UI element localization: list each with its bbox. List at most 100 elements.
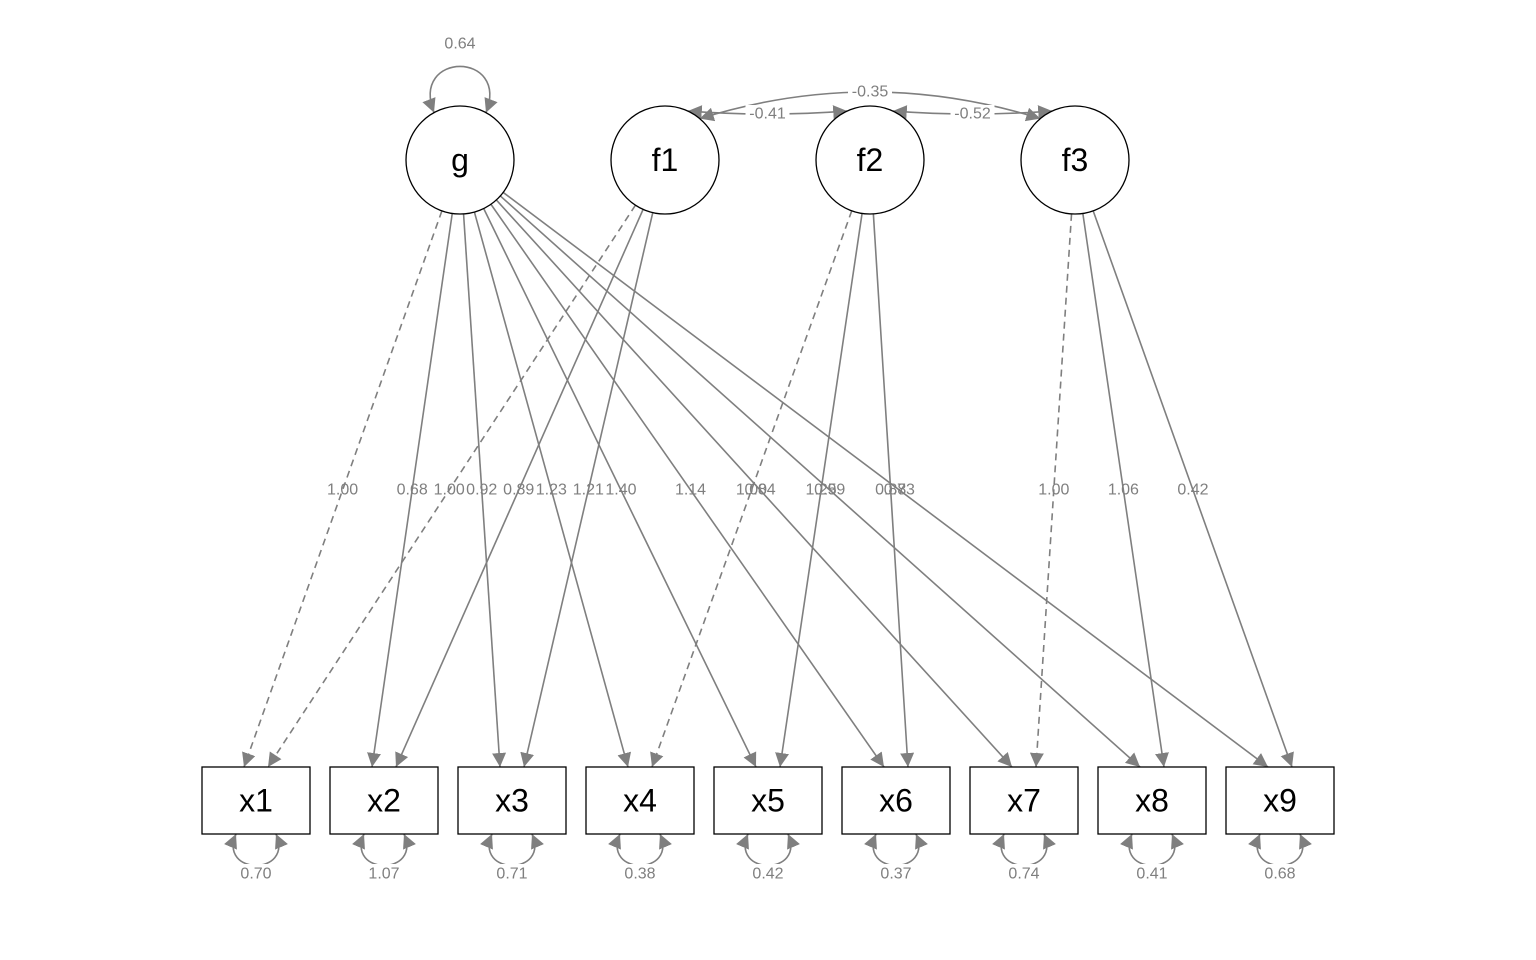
loading-label-g-x2: 0.68 — [397, 482, 428, 499]
loading-label-g-x4: 1.23 — [536, 482, 567, 499]
manifest-label-x7: x7 — [1007, 783, 1041, 819]
variance-label-x5: 0.42 — [752, 866, 783, 883]
latent-node-f2: f2 — [815, 105, 925, 215]
manifest-node-x8: x8 — [1097, 766, 1207, 835]
variance-loop-x9 — [1248, 833, 1312, 867]
variance-label-bg — [440, 36, 480, 54]
covariance-label-f1-f3: -0.35 — [852, 84, 889, 101]
loading-label-g-x9: 0.73 — [884, 482, 915, 499]
manifest-node-x9: x9 — [1225, 766, 1335, 835]
loading-f2-x5 — [775, 213, 863, 768]
loading-label-g-x3: 0.92 — [466, 482, 497, 499]
variance-loop-x7 — [992, 833, 1056, 867]
variance-label-x1: 0.70 — [240, 866, 271, 883]
loading-g-x9 — [502, 191, 1269, 768]
manifest-node-x7: x7 — [969, 766, 1079, 835]
loading-g-x5 — [482, 208, 757, 768]
manifest-label-x5: x5 — [751, 783, 785, 819]
loading-f3-x9 — [1092, 210, 1294, 768]
manifest-label-x3: x3 — [495, 783, 529, 819]
variance-loop-g — [422, 65, 498, 113]
variance-loop-x5 — [736, 833, 800, 867]
loading-label-f1-x1: 1.00 — [434, 482, 465, 499]
variance-label-bg — [1004, 864, 1044, 880]
loading-label-g-x5: 1.40 — [605, 482, 636, 499]
loading-label-f3-x7: 1.00 — [1038, 482, 1069, 499]
loading-g-x1 — [242, 210, 443, 768]
loading-g-x2 — [367, 213, 454, 768]
loading-g-x6 — [490, 203, 885, 768]
manifest-node-x6: x6 — [841, 766, 951, 835]
manifest-box-x9 — [1225, 766, 1335, 835]
manifest-label-x6: x6 — [879, 783, 913, 819]
manifest-node-x3: x3 — [457, 766, 567, 835]
variance-label-bg — [236, 864, 276, 880]
manifest-box-x7 — [969, 766, 1079, 835]
variance-loop-x1 — [224, 833, 288, 867]
covariance-label-bg — [848, 83, 892, 101]
latent-circle-f1 — [610, 105, 720, 215]
variance-label-x2: 1.07 — [368, 866, 399, 883]
variance-loop-x6 — [864, 833, 928, 867]
covariance-label-f2-f3: -0.52 — [954, 106, 991, 123]
loading-label-f2-x6: 0.88 — [875, 482, 906, 499]
variance-label-bg — [364, 864, 404, 880]
latent-label-g: g — [451, 142, 469, 178]
loading-f2-x4 — [650, 210, 853, 768]
manifest-box-x8 — [1097, 766, 1207, 835]
loading-label-g-x7: 0.84 — [745, 482, 776, 499]
variance-label-x3: 0.71 — [496, 866, 527, 883]
manifest-label-x1: x1 — [239, 783, 273, 819]
loading-f1-x1 — [267, 204, 637, 768]
loading-label-f1-x2: 0.89 — [503, 482, 534, 499]
loading-label-f3-x8: 1.06 — [1108, 482, 1139, 499]
manifest-label-x8: x8 — [1135, 783, 1169, 819]
variance-label-bg — [876, 864, 916, 880]
variance-loop-x4 — [608, 833, 672, 867]
manifest-box-x1 — [201, 766, 311, 835]
latent-circle-g — [405, 105, 515, 215]
loading-g-x3 — [462, 213, 507, 768]
latent-node-f1: f1 — [610, 105, 720, 215]
latent-label-f3: f3 — [1062, 142, 1089, 178]
manifest-node-x1: x1 — [201, 766, 311, 835]
variance-label-x4: 0.38 — [624, 866, 655, 883]
loading-f3-x8 — [1082, 213, 1169, 768]
nodes-layer: g f1 f2 f3 x1 x2 x3 x4 x5 x6 x7 x8 x9 — [201, 105, 1335, 835]
loading-label-g-x8: 0.99 — [814, 482, 845, 499]
loading-label-g-x6: 1.14 — [675, 482, 706, 499]
variance-loop-x2 — [352, 833, 416, 867]
loading-label-f1-x3: 1.21 — [573, 482, 604, 499]
variance-label-bg — [1132, 864, 1172, 880]
variance-loop-x8 — [1120, 833, 1184, 867]
manifest-box-x5 — [713, 766, 823, 835]
latent-label-f1: f1 — [652, 142, 679, 178]
latent-node-g: g — [405, 105, 515, 215]
loading-f1-x3 — [520, 212, 654, 768]
manifest-node-x5: x5 — [713, 766, 823, 835]
variance-label-bg — [1260, 864, 1300, 880]
loading-label-f2-x5: 1.25 — [806, 482, 837, 499]
manifest-label-x4: x4 — [623, 783, 657, 819]
variance-label-x8: 0.41 — [1136, 866, 1167, 883]
latent-label-f2: f2 — [857, 142, 884, 178]
loading-label-g-x1: 1.00 — [327, 482, 358, 499]
variance-label-bg — [620, 864, 660, 880]
variance-label-bg — [748, 864, 788, 880]
manifest-box-x4 — [585, 766, 695, 835]
covariance-label-bg — [950, 105, 995, 123]
manifest-node-x2: x2 — [329, 766, 439, 835]
labels-layer: 1.00 0.68 0.92 1.23 1.40 1.14 0.84 0.99 0.73 1.00… — [236, 36, 1300, 883]
loading-f1-x2 — [395, 209, 644, 768]
variance-label-g: 0.64 — [444, 36, 475, 53]
manifest-box-x6 — [841, 766, 951, 835]
edges-layer — [224, 65, 1312, 867]
variance-label-x9: 0.68 — [1264, 866, 1295, 883]
manifest-box-x3 — [457, 766, 567, 835]
latent-circle-f2 — [815, 105, 925, 215]
manifest-node-x4: x4 — [585, 766, 695, 835]
latent-node-f3: f3 — [1020, 105, 1130, 215]
loading-f2-x6 — [872, 213, 915, 768]
manifest-label-x2: x2 — [367, 783, 401, 819]
